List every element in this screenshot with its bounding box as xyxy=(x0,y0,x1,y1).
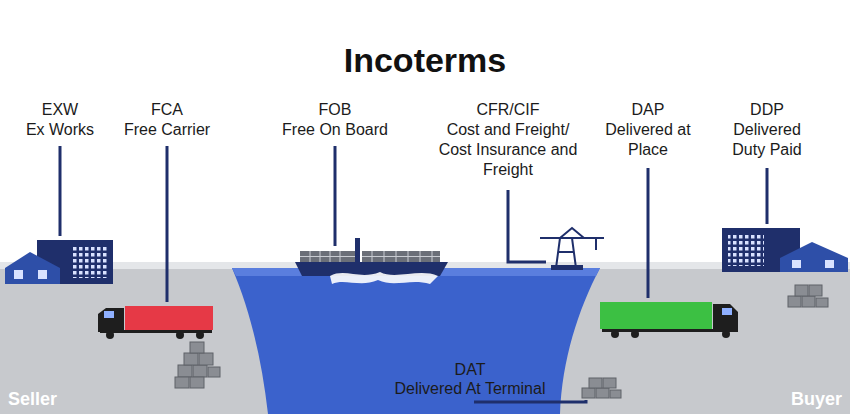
cargo-ship xyxy=(295,238,448,284)
incoterm-name: Delivered At Terminal xyxy=(395,379,546,399)
side-label: Buyer xyxy=(791,388,842,410)
diagram-title: Incoterms xyxy=(344,40,507,81)
incoterm-name: Delivered Duty Paid xyxy=(724,120,810,160)
side-label: Seller xyxy=(8,388,57,410)
incoterm-name: Free Carrier xyxy=(124,120,210,140)
incoterm-code: DAP xyxy=(632,100,665,120)
incoterm-code: CFR/CIF xyxy=(476,100,539,120)
leader-lines xyxy=(60,146,767,402)
incoterm-name: Delivered at Place xyxy=(605,120,691,160)
incoterm-code: DAT xyxy=(455,360,486,380)
buyer-factory xyxy=(722,228,848,272)
cargo-crates xyxy=(175,285,828,398)
water xyxy=(232,268,600,414)
incoterm-code: FOB xyxy=(319,100,352,120)
incoterm-code: FCA xyxy=(151,100,183,120)
land xyxy=(0,262,850,414)
port-crane xyxy=(540,228,604,269)
incoterm-code: DDP xyxy=(750,100,784,120)
truck-red xyxy=(98,306,213,339)
seller-factory xyxy=(5,240,113,284)
incoterm-name: Cost and Freight/ Cost Insurance and Fre… xyxy=(438,120,578,180)
incoterm-name: Free On Board xyxy=(282,120,388,140)
incoterm-code: EXW xyxy=(42,100,78,120)
truck-green xyxy=(600,302,738,338)
incoterm-name: Ex Works xyxy=(26,120,94,140)
